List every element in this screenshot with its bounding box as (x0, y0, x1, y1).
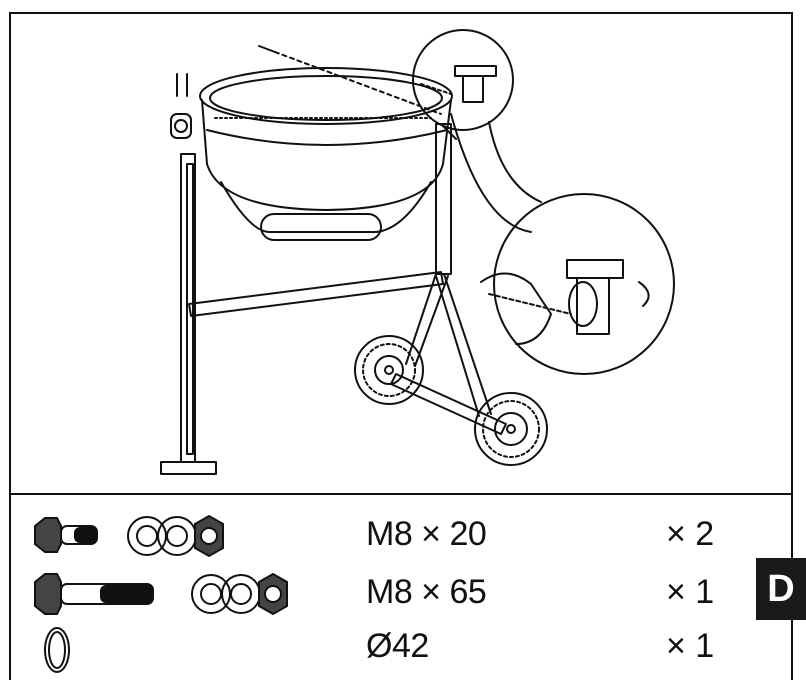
detail-circle-small-icon (412, 29, 514, 131)
long-bolt-nut-washers-icon (34, 572, 288, 616)
section-divider (9, 493, 793, 495)
screws-icon (176, 45, 457, 140)
left-leg-icon (160, 113, 217, 475)
page-frame (9, 12, 793, 680)
hardware-spec: Ø42 (366, 627, 429, 665)
hardware-spec: M8 × 65 (366, 573, 487, 611)
hardware-quantity: × 1 (666, 627, 715, 665)
axle-icon (390, 373, 507, 435)
hardware-spec: M8 × 20 (366, 515, 487, 553)
cross-bar-icon (188, 271, 444, 317)
right-leg-icon (405, 123, 492, 417)
hardware-row: M8 × 20 × 2 (11, 508, 741, 564)
hardware-quantity: × 2 (666, 515, 715, 553)
drum-icon (199, 67, 453, 241)
detail-circle-large-icon (480, 193, 675, 375)
hardware-quantity: × 1 (666, 573, 715, 611)
section-badge: D (756, 558, 806, 620)
rear-wheel-icon (474, 392, 548, 466)
short-bolt-nut-washers-icon (34, 514, 224, 558)
mixer-assembly-illustration (160, 29, 675, 475)
hardware-row: M8 × 65 × 1 (11, 566, 741, 622)
ring-clip-icon (44, 627, 70, 673)
hardware-row: Ø42 × 1 (11, 620, 741, 676)
front-wheel-icon (354, 335, 424, 405)
